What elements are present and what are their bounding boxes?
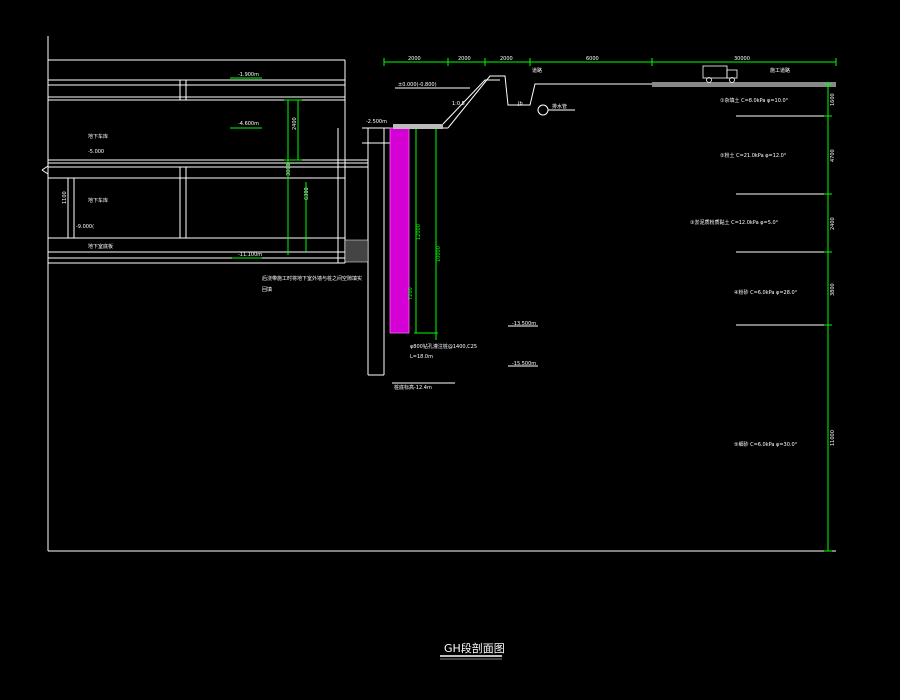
building-dimensions <box>230 77 307 259</box>
elevation-label: -1.900m <box>238 72 259 78</box>
pile-length: L=18.0m <box>410 354 433 360</box>
elevation-label: -4.600m <box>238 121 259 127</box>
soil-layer-label: ⑤细砂 C=6.0kPa φ=30.0° <box>734 441 798 448</box>
backfill-block <box>344 239 369 263</box>
pile-dim-label: 7200 <box>408 287 414 300</box>
pile-spec: φ800钻孔灌注桩@1400,C25 <box>410 343 477 350</box>
top-dim: 2000 <box>408 56 421 62</box>
level-label: -5.000 <box>88 149 104 155</box>
ground-profile: Jb 排水管 道路 1:0.5 ±0.000(-0.800) -2.500m 施… <box>366 65 836 129</box>
soil-layer-label: ③淤泥质粉质黏土 C=12.0kPa φ=5.0° <box>690 219 779 226</box>
level-label: -11.100m <box>238 252 262 258</box>
dimension-label: 2400 <box>292 117 298 130</box>
soil-dimension-chain: 1600 4700 2400 3800 11000 <box>824 83 836 552</box>
soil-layer-label: ②粉土 C=21.0kPa φ=12.0° <box>720 152 787 159</box>
top-dimension-chain: 2000 2000 2000 6000 30000 <box>383 56 837 66</box>
truck-icon <box>702 65 738 83</box>
top-dim: 6000 <box>586 56 599 62</box>
top-dim: 2000 <box>500 56 513 62</box>
pile-dim-label: 10000 <box>436 246 442 262</box>
floor-label: 地下车库 <box>88 197 108 204</box>
level-label: -15.500m <box>512 361 536 367</box>
soil-layer-label: ④粉砂 C=6.0kPa φ=28.0° <box>734 289 798 296</box>
basement-structure <box>41 59 368 264</box>
pile-bottom-level: 桩底标高-12.4m <box>394 384 432 391</box>
dimension-label: 1100 <box>62 191 68 204</box>
dimension-label: 6300 <box>304 187 310 200</box>
layer-thickness: 2400 <box>830 217 836 230</box>
truck-label: 施工道路 <box>770 67 790 74</box>
drawing-title: GH段剖面图 <box>444 641 505 655</box>
top-dim: 30000 <box>734 56 750 62</box>
slope-elevation: -2.500m <box>366 119 387 125</box>
layer-thickness: 4700 <box>830 149 836 162</box>
construction-note: 后浇带施工时将地下室外墙与桩之间空隙填实 <box>262 275 362 282</box>
top-dim: 2000 <box>458 56 471 62</box>
soil-layers: ①杂填土 C=8.0kPa φ=10.0° ②粉土 C=21.0kPa φ=12… <box>690 97 824 448</box>
road-label: 道路 <box>532 67 542 74</box>
pile-body <box>389 127 410 334</box>
level-label: -9.000( <box>76 224 94 230</box>
construction-note: 回填 <box>262 286 272 293</box>
layer-thickness: 11000 <box>830 430 836 446</box>
drawing-frame <box>47 36 836 552</box>
slope-label: 1:0.5 <box>452 101 465 107</box>
building-labels: 地下车库 地下车库 地下室底板 -5.000 -9.000( -11.100m … <box>62 72 362 293</box>
soil-layer-label: ①杂填土 C=8.0kPa φ=10.0° <box>720 97 789 104</box>
floor-label: 地下室底板 <box>88 243 113 250</box>
well-label: Jb <box>517 101 523 107</box>
pile-dim-label: 12000 <box>416 224 422 240</box>
top-elevation: ±0.000(-0.800) <box>398 82 437 88</box>
pile-annotations: φ800钻孔灌注桩@1400,C25 L=18.0m 桩底标高-12.4m -1… <box>392 321 538 391</box>
level-label: -13.500m <box>512 321 536 327</box>
layer-thickness: 1600 <box>830 93 836 106</box>
layer-thickness: 3800 <box>830 283 836 296</box>
floor-label: 地下车库 <box>88 133 108 140</box>
pipe-label: 排水管 <box>552 103 567 110</box>
dimension-label: 3000 <box>286 163 292 176</box>
drawing-title-block: GH段剖面图 <box>440 641 505 660</box>
pile-dimensions: 12000 7200 10000 <box>408 128 442 340</box>
retaining-wall <box>344 127 448 376</box>
